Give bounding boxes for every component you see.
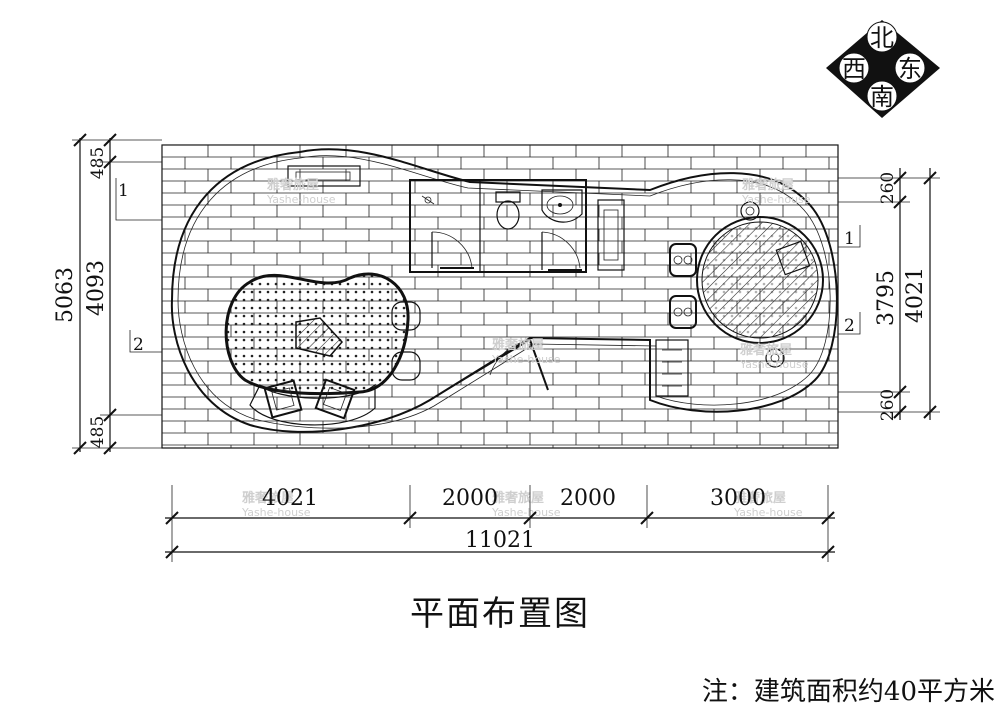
armchair: [263, 379, 303, 419]
kitchen-counter: [655, 339, 689, 397]
section-mark-left-2: 2: [133, 335, 144, 355]
dim-left-bottom: 485: [88, 416, 108, 448]
toilet-icon: [495, 191, 521, 230]
drawing-title: 平面布置图: [410, 594, 590, 634]
watermark-text: Yashe-house: [741, 193, 811, 206]
bottom-dimension-lines: 4021 2000 2000 3000 11021: [165, 485, 835, 562]
nightstand: [740, 201, 760, 221]
watermark-text: 雅奢旅屋: [492, 337, 544, 353]
nightstand: [765, 348, 785, 368]
coffee-table: [295, 317, 344, 357]
house-outline: [170, 148, 838, 433]
compass-north: 北: [870, 24, 894, 52]
entrance-door: [429, 339, 549, 401]
bathroom: [409, 179, 587, 273]
dim-right-total: 4021: [903, 267, 928, 323]
dim-right-bottom: 260: [878, 389, 898, 421]
dim-left-middle: 4093: [84, 260, 109, 316]
wardrobe: [597, 199, 625, 271]
watermark-text: Yashe-house: [491, 353, 561, 366]
compass: 北 西 东 南: [826, 20, 940, 118]
watermark-text: 雅奢旅屋: [267, 177, 319, 193]
sink-icon: [541, 189, 583, 223]
dim-bottom-seg-3: 2000: [560, 486, 616, 511]
left-dimension-lines: 5063 4093 485 485: [53, 133, 162, 455]
watermark-text: 雅奢旅屋: [734, 490, 786, 506]
dim-right-top: 260: [878, 172, 898, 204]
section-mark-left-1: 1: [118, 181, 129, 201]
compass-east: 东: [898, 55, 922, 83]
watermark-layer: 雅奢旅屋 Yashe-house 雅奢旅屋 Yashe-house 雅奢旅屋 Y…: [241, 177, 811, 519]
watermark-text: 雅奢旅屋: [492, 490, 544, 506]
section-mark-right-1: 1: [844, 229, 855, 249]
area-note: 注：建筑面积约40平方米: [702, 677, 995, 707]
dim-bottom-seg-1: 4021: [262, 486, 318, 511]
watermark-text: Yashe-house: [241, 506, 311, 519]
right-dimension-lines: 260 3795 260 4021: [838, 168, 940, 421]
watermark-text: Yashe-house: [739, 358, 809, 371]
tv-cabinet: [287, 165, 361, 187]
compass-south: 南: [870, 83, 894, 111]
section-marks: 1 2 1 2: [115, 178, 861, 355]
dim-bottom-total: 11021: [465, 528, 535, 553]
bedroom-round-bed: [669, 201, 824, 368]
compass-west: 西: [842, 55, 866, 83]
watermark-text: Yashe-house: [266, 193, 336, 206]
dim-right-middle: 3795: [874, 270, 899, 326]
dim-bottom-seg-2: 2000: [442, 486, 498, 511]
shower-icon: [421, 195, 435, 205]
dim-left-top: 485: [88, 147, 108, 179]
dim-bottom-seg-4: 3000: [710, 486, 766, 511]
armchair: [314, 378, 356, 420]
section-mark-right-2: 2: [844, 316, 855, 336]
watermark-text: Yashe-house: [491, 506, 561, 519]
living-area-rug: [224, 272, 421, 426]
watermark-text: 雅奢旅屋: [742, 177, 794, 193]
dim-left-total: 5063: [53, 267, 78, 323]
watermark-text: 雅奢旅屋: [740, 342, 792, 358]
watermark-text: 雅奢旅屋: [242, 490, 294, 506]
watermark-text: Yashe-house: [733, 506, 803, 519]
